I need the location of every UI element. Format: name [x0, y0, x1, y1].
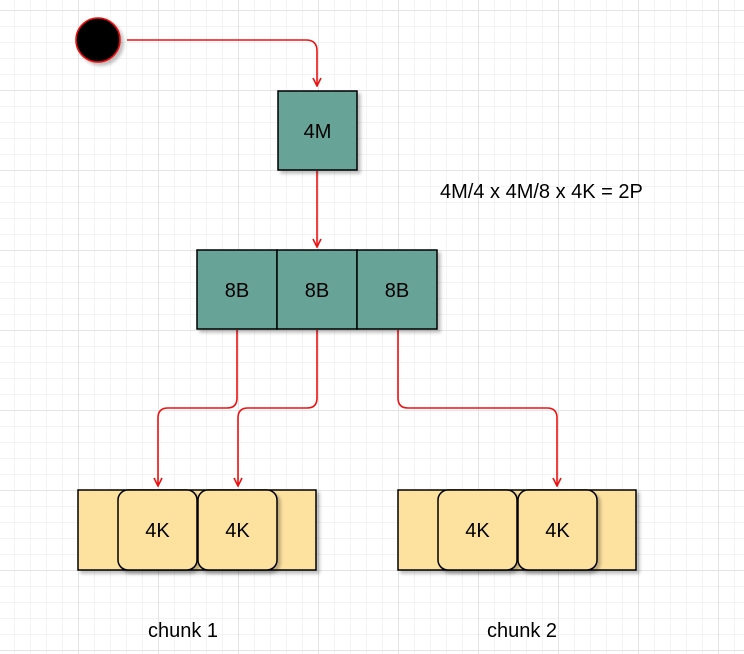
root-node-label: 4M: [304, 121, 332, 143]
edge-pointer-2-to-page: [238, 330, 318, 486]
edge-start-to-root: [127, 39, 317, 86]
pointer-array: [196, 249, 438, 330]
edge-pointer-3-to-page: [397, 330, 557, 486]
page-label: 4K: [465, 520, 490, 542]
pointer-cell-label: 8B: [385, 280, 409, 302]
page-label: 4K: [225, 520, 250, 542]
pointer-cell-label: 8B: [225, 280, 249, 302]
chunk-1-label: chunk 1: [148, 620, 218, 642]
pointer-cell-label: 8B: [305, 280, 329, 302]
start-node: [75, 17, 121, 63]
root-node: 4M: [277, 90, 358, 171]
chunk-1-block: 4K 4K: [77, 489, 317, 571]
formula-label: 4M/4 x 4M/8 x 4K = 2P: [440, 181, 643, 203]
chunk-2-block: 4K 4K: [397, 489, 637, 571]
chunk-2-label: chunk 2: [487, 620, 557, 642]
page-label: 4K: [145, 520, 170, 542]
edge-pointer-1-to-page: [158, 330, 238, 486]
page-label: 4K: [545, 520, 570, 542]
